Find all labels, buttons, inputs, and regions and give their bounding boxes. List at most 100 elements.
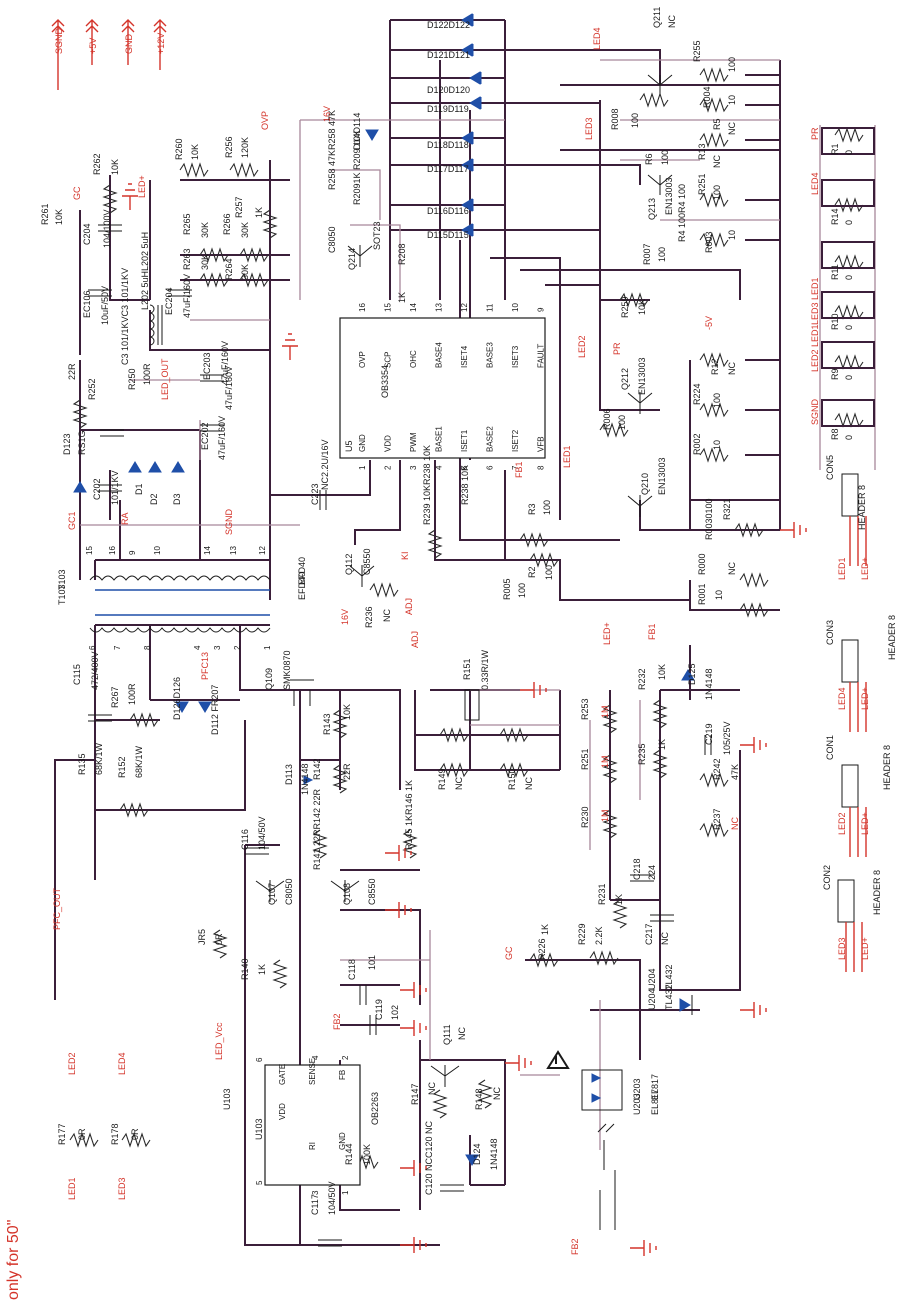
component-label: 100	[657, 247, 667, 262]
component-label: 47uF/160V	[220, 341, 230, 385]
component-label: R256	[224, 136, 234, 158]
component-label: CON1	[825, 735, 835, 760]
component-label: R002	[692, 433, 702, 455]
transformer-pin: 13	[229, 546, 238, 555]
component-label: NC	[727, 362, 737, 375]
component-label: NC	[660, 932, 670, 945]
ic-pin-number: 8	[537, 465, 546, 470]
component-label: R266	[222, 213, 232, 235]
component-label: R3	[527, 503, 537, 515]
transformer-pin: 6	[88, 645, 97, 650]
component-label: R9	[830, 368, 840, 380]
component-label: D126D126	[172, 677, 182, 720]
component-label: C117	[310, 1194, 320, 1215]
component-label: LED4	[592, 27, 602, 50]
ic-pin-name: SENSE	[308, 1058, 317, 1085]
component-label: 10K	[342, 704, 352, 720]
component-label: 10K	[657, 664, 667, 680]
component-label: R224	[692, 383, 702, 405]
component-label: 102	[390, 1005, 400, 1020]
component-label: 47uF/160V	[182, 274, 192, 318]
component-label: Q212	[620, 368, 630, 390]
component-label: C119	[374, 999, 384, 1020]
component-label: Q111	[442, 1024, 452, 1045]
component-label: R14	[830, 208, 840, 225]
component-label: LED4	[117, 1052, 127, 1075]
component-label: FB1	[514, 461, 524, 478]
component-label: 100	[712, 393, 722, 408]
component-label: 10K	[190, 144, 200, 160]
ic-pin-number: 1	[341, 1190, 350, 1195]
ic-u5-pins: OVP16SCP15OHC14BASE413ISET412BASE311ISET…	[57, 303, 674, 1195]
component-label: FB1	[647, 623, 657, 640]
component-label: R251	[580, 748, 590, 770]
component-label: R267	[110, 686, 120, 708]
component-label: NC	[667, 15, 677, 28]
component-label: 10K	[54, 209, 64, 225]
component-label: R258 47KR258 47K	[327, 110, 337, 190]
component-label: 16V	[322, 106, 332, 122]
component-label: TL432	[664, 984, 674, 1010]
component-label: Q108	[342, 883, 352, 905]
component-label: R262	[92, 153, 102, 175]
component-label: 30K	[240, 222, 250, 238]
component-label: R232	[637, 668, 647, 690]
component-label: LED4	[837, 687, 847, 710]
component-label: NC	[457, 1027, 467, 1040]
component-label: 1K	[614, 894, 624, 905]
component-label: D121D121	[427, 50, 470, 60]
component-label: NC	[492, 1087, 502, 1100]
component-label: C8550	[367, 878, 377, 905]
ic-pin-number: 16	[358, 303, 367, 312]
component-label: GC	[504, 946, 514, 960]
component-label: 10uF/50V	[100, 286, 110, 325]
footnote: only for 50"	[5, 1220, 22, 1300]
component-label: R236	[364, 606, 374, 628]
component-label: R149	[437, 768, 447, 790]
component-label: R5	[712, 118, 722, 130]
component-label: NC	[712, 155, 722, 168]
component-label: GC	[72, 186, 82, 200]
component-label: R321	[722, 498, 732, 520]
component-label: 10K	[637, 299, 647, 315]
component-label: NC	[730, 817, 740, 830]
ic-pin-name: BASE2	[486, 426, 495, 452]
component-label: R150	[507, 768, 517, 790]
component-label: PR	[810, 127, 820, 140]
component-label: R226	[537, 938, 547, 960]
component-label: 0	[844, 275, 854, 280]
rail-label: SGND	[54, 27, 64, 54]
component-label: CON3	[825, 620, 835, 645]
component-label: 1K	[254, 207, 264, 218]
component-label: Q112	[344, 554, 354, 575]
ic-pin-name: ISET4	[460, 345, 469, 368]
component-label: R001	[697, 583, 707, 605]
component-label: C202	[92, 478, 102, 500]
transformer-pin: 8	[143, 645, 152, 650]
component-label: 100K	[362, 1144, 372, 1165]
component-label: D117D117	[427, 164, 469, 174]
component-label: R255	[692, 40, 702, 62]
hazard-icon	[546, 1050, 570, 1069]
ic-pin-name: RI	[308, 1142, 317, 1150]
component-label: R142	[312, 758, 322, 780]
component-label: 100R	[127, 683, 137, 705]
component-label: LED+	[602, 622, 612, 645]
component-label: PR	[612, 342, 622, 355]
component-label: R2091K R209 10K	[352, 130, 362, 205]
component-label: LED+	[860, 687, 870, 710]
component-label: ADJ	[410, 631, 420, 648]
component-label: 2.2K	[594, 926, 604, 945]
ic-pin-name: SCP	[384, 352, 393, 368]
component-label: R260	[174, 138, 184, 160]
component-label: D123	[62, 433, 72, 455]
component-label: Q213	[647, 198, 657, 220]
component-label: R0030100	[704, 498, 714, 540]
component-label: C223	[310, 483, 320, 505]
component-label: NC	[454, 777, 464, 790]
component-label: R239 10KR238 10K	[422, 445, 432, 525]
component-label: 30K	[240, 264, 250, 280]
component-label: 100	[542, 500, 552, 515]
ic-part: TL432	[664, 964, 674, 990]
